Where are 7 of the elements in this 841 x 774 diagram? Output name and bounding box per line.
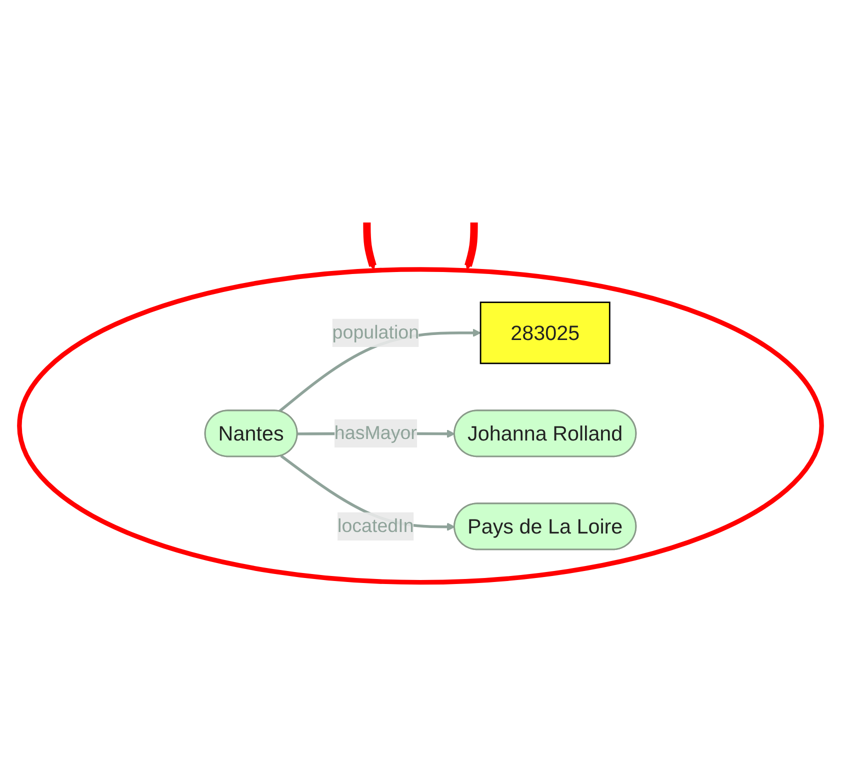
node-box: 283025 xyxy=(480,301,610,364)
arrow xyxy=(464,222,478,270)
cluster xyxy=(17,266,824,584)
edge-label: population xyxy=(332,322,420,343)
edge-label: locatedIn xyxy=(338,516,414,536)
arrow xyxy=(363,222,376,270)
edge-label: hasMayor xyxy=(334,422,417,444)
